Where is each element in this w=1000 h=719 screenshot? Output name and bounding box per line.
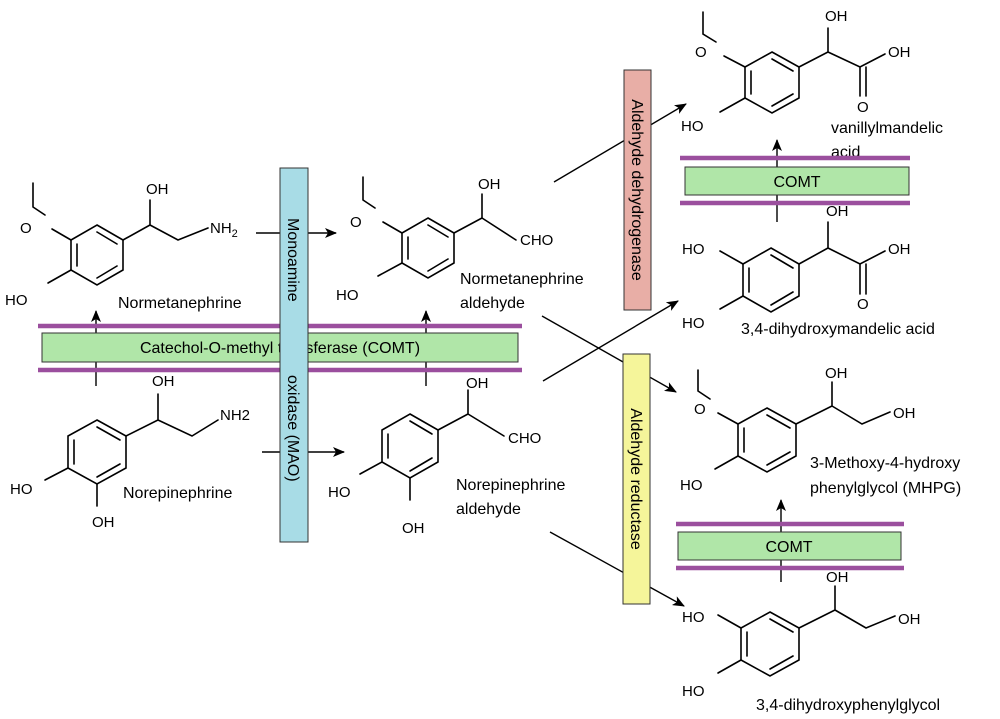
label-norepinephrine-aldehyde-2: aldehyde	[456, 501, 521, 518]
vanillylmandelic-acid-structure: OH OH O O HO	[681, 8, 911, 135]
dihydroxymandelic-acid-structure: OH OH O HO HO	[682, 203, 911, 332]
enzyme-comt-bottom-right: COMT	[677, 531, 902, 561]
label-normetanephrine: Normetanephrine	[118, 295, 242, 312]
label-normetanephrine-aldehyde: Normetanephrine	[460, 271, 584, 288]
atom-label: OH	[146, 181, 169, 198]
arrow-ar-top	[541, 315, 677, 393]
dhpg-structure: OH OH HO HO	[682, 569, 921, 700]
enzyme-mao-label-2: oxidase (MAO)	[284, 375, 301, 482]
atom-label: HO	[680, 477, 703, 494]
atom-label: NH2	[210, 220, 238, 240]
label-dhma: 3,4-dihydroxymandelic acid	[741, 321, 935, 338]
enzyme-aldehyde-dehydrogenase: Aldehyde dehydrogenase	[623, 69, 652, 311]
enzyme-mao-label-1: Monoamine	[284, 218, 301, 302]
atom-label: HO	[682, 315, 705, 332]
atom-label: O	[694, 401, 706, 418]
norepinephrine-aldehyde-structure: OH CHO HO OH	[328, 375, 541, 537]
arrow-aldh-bottom	[542, 300, 679, 382]
atom-label: OH	[898, 611, 921, 628]
enzyme-aldehyde-reductase: Aldehyde reductase	[622, 353, 651, 605]
enzyme-comt-tr-label: COMT	[773, 174, 820, 191]
enzyme-comt-top-right: COMT	[684, 166, 910, 196]
atom-label: OH	[826, 569, 849, 586]
norepinephrine-structure: OH NH2 HO OH	[10, 373, 250, 531]
atom-label: O	[857, 99, 869, 116]
atom-label: OH	[466, 375, 489, 392]
atom-label: O	[857, 296, 869, 313]
atom-label: OH	[888, 44, 911, 61]
atom-label: HO	[328, 484, 351, 501]
enzyme-comt-br-label: COMT	[765, 539, 812, 556]
mhpg-structure: OH OH O HO	[680, 365, 916, 494]
normetanephrine-structure: OH NH2 O HO	[5, 181, 238, 309]
enzyme-aldh-label: Aldehyde dehydrogenase	[628, 99, 645, 281]
normetanephrine-aldehyde-structure: OH CHO O HO	[336, 176, 553, 304]
enzyme-ar-label: Aldehyde reductase	[627, 408, 644, 550]
atom-label: HO	[336, 287, 359, 304]
atom-label: O	[20, 220, 32, 237]
arrow-ar-bottom	[549, 531, 685, 607]
label-norepinephrine: Norepinephrine	[123, 485, 233, 502]
atom-label: OH	[825, 365, 848, 382]
label-mhpg: 3-Methoxy-4-hydroxy	[810, 455, 960, 472]
label-mhpg-2: phenylglycol (MHPG)	[810, 480, 961, 497]
atom-label: O	[695, 44, 707, 61]
label-dhpg: 3,4-dihydroxyphenylglycol	[756, 697, 940, 714]
atom-label: OH	[888, 241, 911, 258]
atom-label: O	[350, 214, 362, 231]
enzyme-mao: Monoamine oxidase (MAO)	[279, 167, 309, 543]
atom-label: HO	[5, 292, 28, 309]
atom-label: HO	[681, 118, 704, 135]
atom-label: OH	[92, 514, 115, 531]
atom-label: OH	[152, 373, 175, 390]
atom-label: OH	[893, 405, 916, 422]
atom-label: OH	[825, 8, 848, 25]
atom-label: HO	[10, 481, 33, 498]
atom-label: HO	[682, 683, 705, 700]
atom-label: OH	[402, 520, 425, 537]
atom-label: HO	[682, 241, 705, 258]
label-norepinephrine-aldehyde: Norepinephrine	[456, 477, 566, 494]
label-normetanephrine-aldehyde-2: aldehyde	[460, 295, 525, 312]
atom-label: NH2	[220, 407, 250, 424]
label-vma: vanillylmandelic	[831, 120, 943, 137]
atom-label: CHO	[520, 232, 553, 249]
atom-label: OH	[478, 176, 501, 193]
arrow-aldh-top	[553, 103, 687, 183]
atom-label: HO	[682, 609, 705, 626]
atom-label: OH	[826, 203, 849, 220]
atom-label: CHO	[508, 430, 541, 447]
